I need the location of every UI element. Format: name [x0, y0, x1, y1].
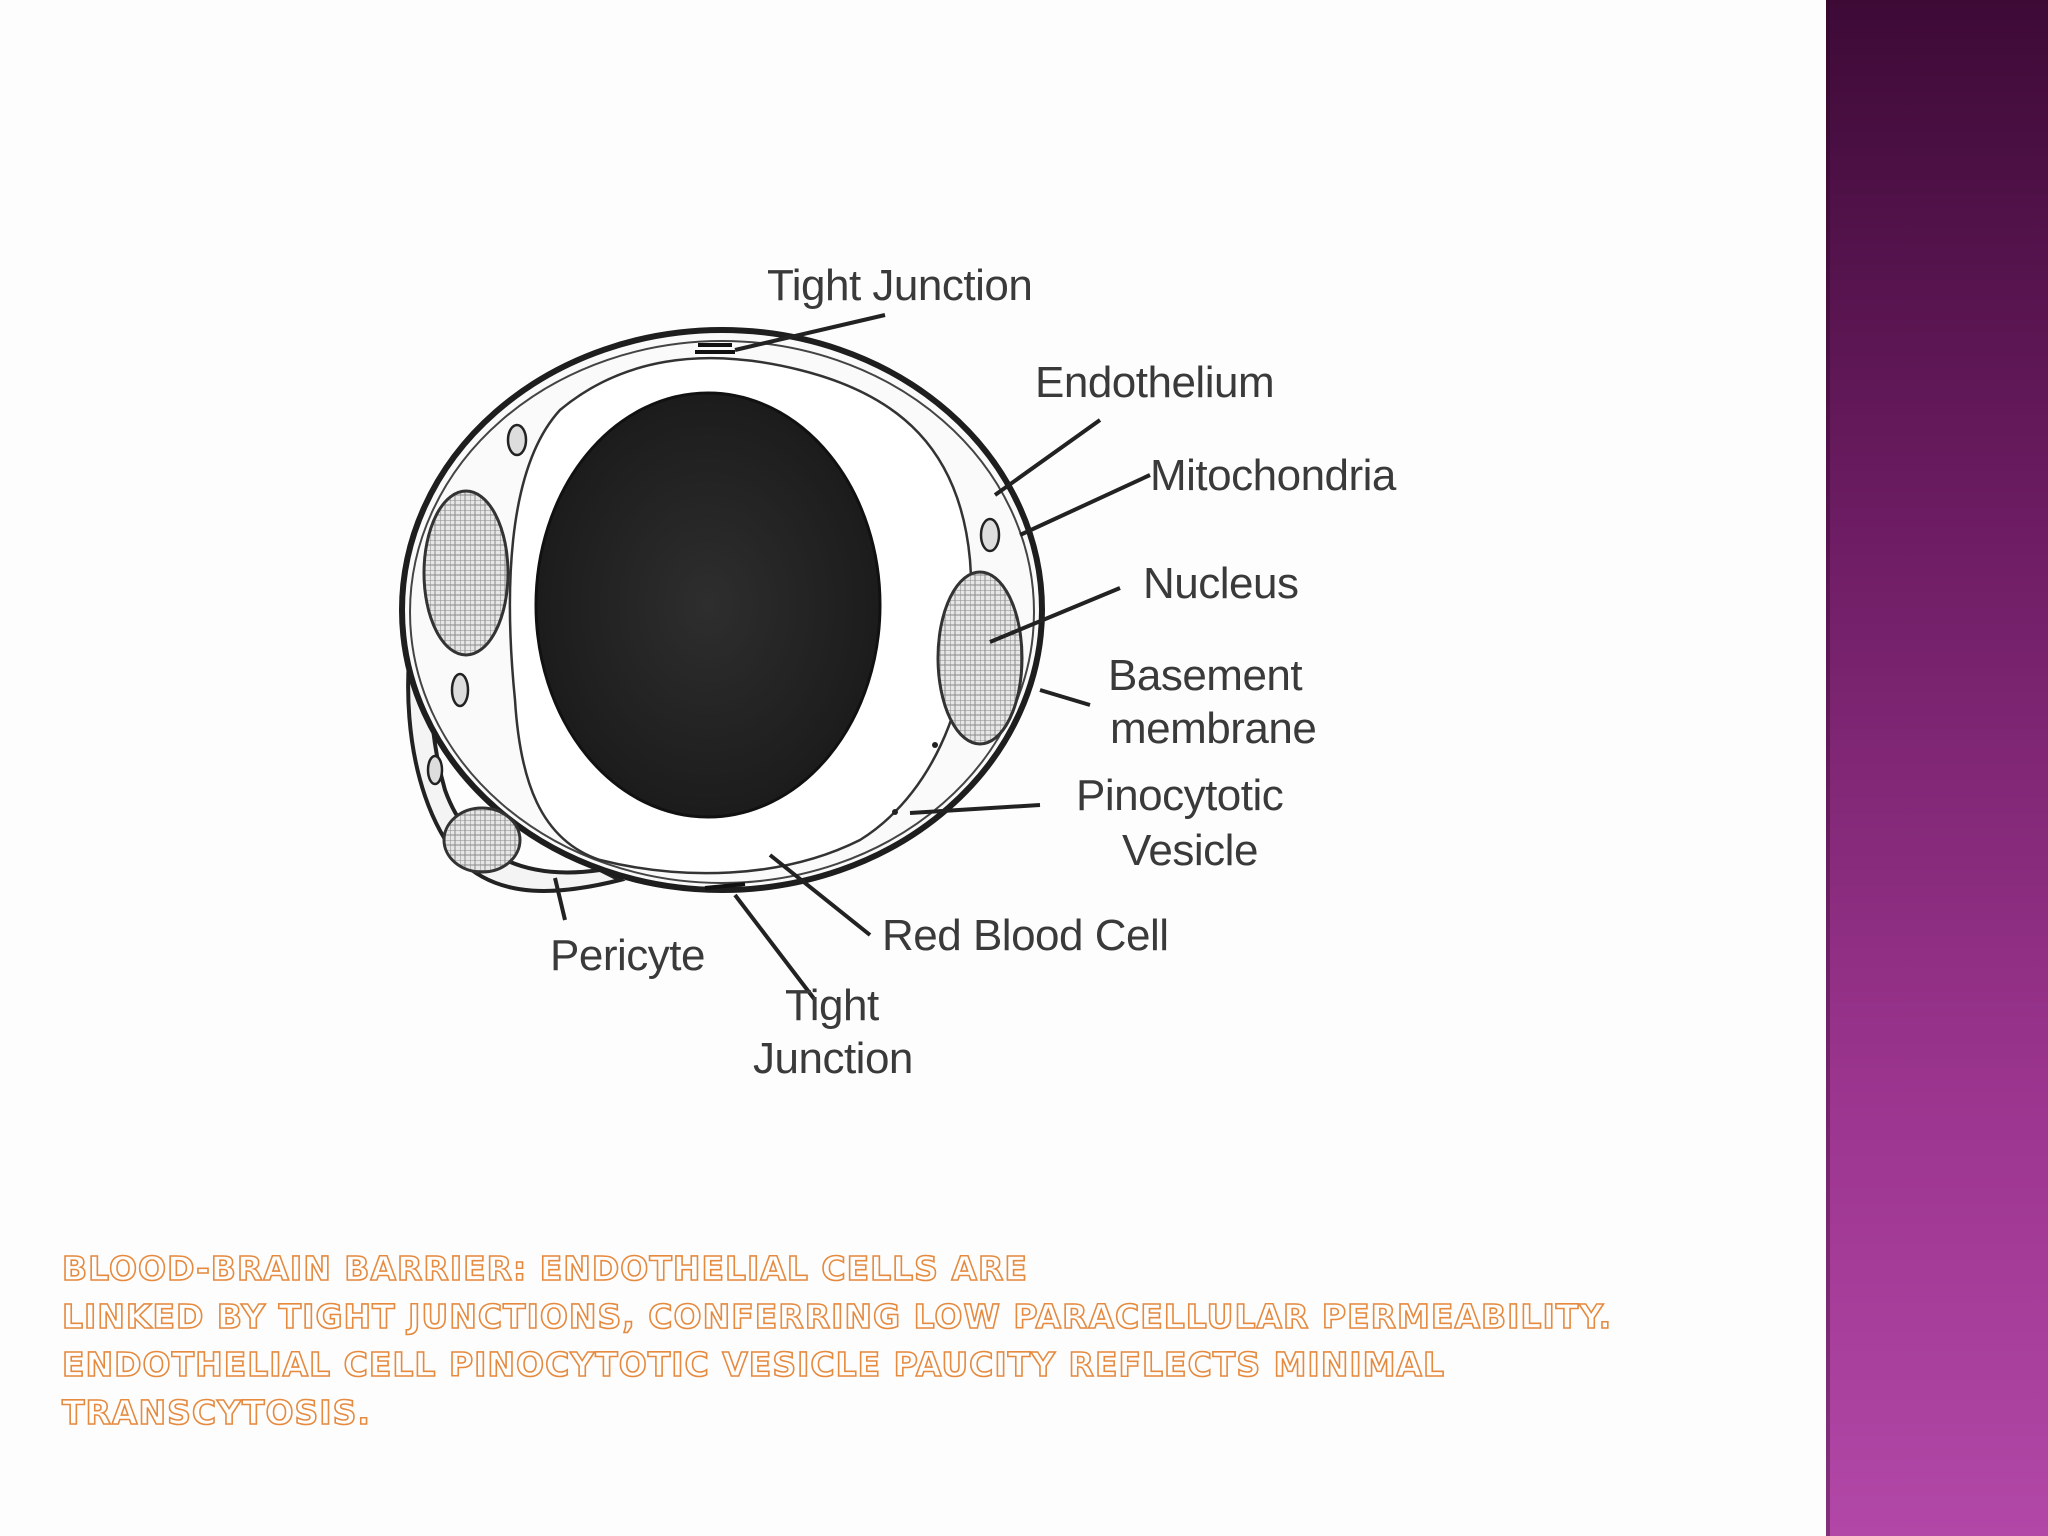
label-pericyte: Pericyte	[550, 931, 705, 980]
side-band-edge	[1826, 0, 1830, 1536]
blood-brain-barrier-diagram: Tight Junction Endothelium Mitochondria …	[399, 261, 1397, 1083]
leader-red-blood-cell	[768, 853, 872, 937]
diagram-svg: Tight Junction Endothelium Mitochondria …	[399, 261, 1397, 1083]
label-basement-line1: Basement	[1108, 651, 1302, 700]
leader-pinocytotic-vesicle	[909, 803, 1041, 815]
label-mitochondria: Mitochondria	[1150, 451, 1397, 500]
label-basement-line2: membrane	[1110, 704, 1316, 753]
caption-line-2: linked by tight junctions, conferring lo…	[61, 1296, 1613, 1337]
leader-endothelium	[993, 418, 1102, 497]
pinocytotic-vesicle-dot	[932, 742, 938, 748]
label-nucleus: Nucleus	[1143, 559, 1298, 608]
tight-junction-top-mark	[695, 343, 735, 354]
label-tight-junction-bottom-line1: Tight	[785, 981, 879, 1030]
decorative-side-band	[1826, 0, 2048, 1536]
label-tight-junction-bottom-line2: Junction	[753, 1034, 913, 1083]
caption-line-1: Blood-brain barrier: Endothelial cells a…	[61, 1248, 1028, 1289]
slide-caption: Blood-brain barrier: Endothelial cells a…	[61, 1245, 1762, 1437]
leader-pericyte	[553, 877, 567, 921]
nucleus-right	[936, 570, 1024, 746]
leader-tight-junction-top	[734, 313, 886, 352]
tight-junction-bottom-mark	[704, 882, 746, 890]
pinocytotic-vesicle-dot	[892, 809, 898, 815]
red-blood-cell	[534, 391, 882, 819]
leader-basement-membrane	[1039, 688, 1091, 707]
mitochondrion-4	[426, 754, 444, 786]
caption-line-3: Endothelial cell pinocytotic vesicle pau…	[61, 1344, 1445, 1385]
leader-nucleus	[989, 586, 1121, 644]
basement-membrane-line	[409, 340, 1035, 884]
leader-mitochondria	[1019, 473, 1151, 537]
label-pinocytotic-line1: Pinocytotic	[1076, 771, 1283, 820]
mitochondrion-3	[450, 672, 470, 708]
label-red-blood-cell: Red Blood Cell	[882, 911, 1169, 960]
nucleus-left	[422, 489, 510, 657]
label-pinocytotic-line2: Vesicle	[1122, 826, 1258, 875]
mitochondrion-1	[506, 423, 528, 457]
mitochondrion-2	[979, 517, 1001, 553]
leader-tight-junction-bottom	[733, 893, 817, 1002]
pericyte-nucleus	[442, 806, 522, 874]
label-tight-junction-top: Tight Junction	[767, 261, 1032, 310]
label-endothelium: Endothelium	[1035, 358, 1274, 407]
caption-line-4: transcytosis.	[61, 1392, 371, 1433]
